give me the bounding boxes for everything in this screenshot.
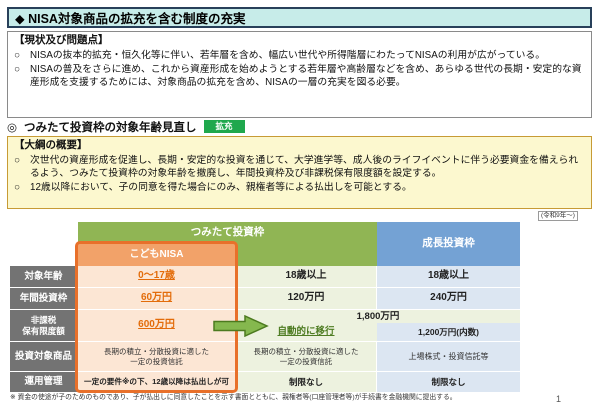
tsumitate-management-cell: 制限なし	[236, 372, 376, 392]
kodomo-products-cell: 長期の積立・分散投資に適した 一定の投資信託	[78, 342, 235, 371]
kodomo-management-cell: 一定の要件※の下、12歳以降は払出しが可	[78, 372, 235, 392]
column-header-kodomo-nisa: こどもNISA	[78, 244, 235, 266]
row-label-products: 投資対象商品	[10, 342, 77, 371]
problem-bullet-2-text: NISAの普及をさらに進め、これから資産形成を始めようとする若年層や高齢層などを…	[30, 63, 582, 88]
outline-bullet-2: ○ 12歳以降において、子の同意を得た場合にのみ、親権者等による払出しを可能とす…	[14, 181, 585, 194]
growth-limit-value: 1,200万円(内数)	[377, 323, 520, 341]
problem-bullet-2: ○ NISAの普及をさらに進め、これから資産形成を始めようとする若年層や高齢層な…	[14, 63, 585, 89]
footnote: ※ 資金の使途が子のためのものであり、子が払出しに同意したことを示す書面とともに…	[10, 394, 457, 401]
row-label-limit-line2: 保有限度額	[22, 325, 65, 336]
growth-age-cell: 18歳以上	[377, 266, 520, 287]
growth-management-cell: 制限なし	[377, 372, 520, 392]
kodomo-limit-cell: 600万円	[78, 310, 235, 341]
shared-limit-value: 1,800万円	[356, 310, 400, 322]
circle-bullet-icon: ○	[14, 49, 20, 61]
growth-annual-cell: 240万円	[377, 288, 520, 309]
nisa-comparison-table: つみたて投資枠 成長投資枠 こどもNISA 対象年齢 年間投資枠 非課税 保有限…	[10, 222, 520, 393]
subsection-heading: ◎ つみたて投資枠の対象年齢見直し 拡充	[7, 119, 245, 134]
outline-box: 【大綱の概要】 ○ 次世代の資産形成を促進し、長期・安定的な投資を通じて、大学進…	[7, 136, 592, 209]
tsumitate-products-line2: 一定の投資信託	[279, 356, 333, 366]
tsumitate-products-cell: 長期の積立・分散投資に適した 一定の投資信託	[236, 342, 376, 371]
page-number: 1	[556, 394, 562, 404]
kodomo-age-value: 0〜17歳	[138, 270, 175, 282]
tsumitate-products-line1: 長期の積立・分散投資に適した	[253, 347, 359, 357]
row-label-limit: 非課税 保有限度額	[10, 310, 77, 341]
tsumitate-annual-cell: 120万円	[236, 288, 376, 309]
auto-transfer-label: 自動的に移行	[277, 326, 335, 338]
circle-bullet-icon: ○	[14, 154, 20, 166]
circle-bullet-icon: ○	[14, 181, 20, 193]
column-header-growth: 成長投資枠	[377, 222, 520, 266]
kodomo-annual-value: 60万円	[140, 292, 173, 304]
growth-products-cell: 上場株式・投資信託等	[377, 342, 520, 371]
row-label-age: 対象年齢	[10, 266, 77, 287]
row-label-annual: 年間投資枠	[10, 288, 77, 309]
page-title: ◆ NISA対象商品の拡充を含む制度の充実	[7, 7, 592, 28]
double-circle-bullet-icon: ◎	[7, 121, 18, 134]
outline-bullet-2-text: 12歳以降において、子の同意を得た場合にのみ、親権者等による払出しを可能とする。	[30, 181, 412, 193]
row-label-limit-line1: 非課税	[30, 314, 57, 325]
subsection-title: つみたて投資枠の対象年齢見直し	[24, 121, 197, 134]
status-badge: 拡充	[203, 119, 245, 134]
outline-bullet-1-text: 次世代の資産形成を促進し、長期・安定的な投資を通じて、大学進学等、成人後のライフ…	[30, 154, 579, 179]
problem-box: 【現状及び問題点】 ○ NISAの抜本的拡充・恒久化等に伴い、若年層を含め、幅広…	[7, 31, 592, 118]
transfer-arrow-icon	[213, 314, 269, 338]
problem-bullet-1-text: NISAの抜本的拡充・恒久化等に伴い、若年層を含め、幅広い世代や所得階層にわたっ…	[30, 49, 546, 61]
outline-bullet-1: ○ 次世代の資産形成を促進し、長期・安定的な投資を通じて、大学進学等、成人後のラ…	[14, 154, 585, 180]
era-note: (令和9年〜)	[538, 211, 578, 222]
kodomo-age-cell: 0〜17歳	[78, 266, 235, 287]
kodomo-products-line1: 長期の積立・分散投資に適した	[104, 347, 209, 357]
outline-box-heading: 【大綱の概要】	[14, 139, 88, 151]
column-header-tsumitate-label: つみたて投資枠	[190, 226, 265, 239]
kodomo-limit-value: 600万円	[138, 319, 175, 331]
problem-box-heading: 【現状及び問題点】	[14, 34, 109, 46]
row-label-management: 運用管理	[10, 372, 77, 392]
kodomo-products-line2: 一定の投資信託	[130, 356, 183, 366]
kodomo-annual-cell: 60万円	[78, 288, 235, 309]
problem-bullet-1: ○ NISAの抜本的拡充・恒久化等に伴い、若年層を含め、幅広い世代や所得階層にわ…	[14, 49, 585, 62]
tsumitate-age-cell: 18歳以上	[236, 266, 376, 287]
circle-bullet-icon: ○	[14, 63, 20, 75]
